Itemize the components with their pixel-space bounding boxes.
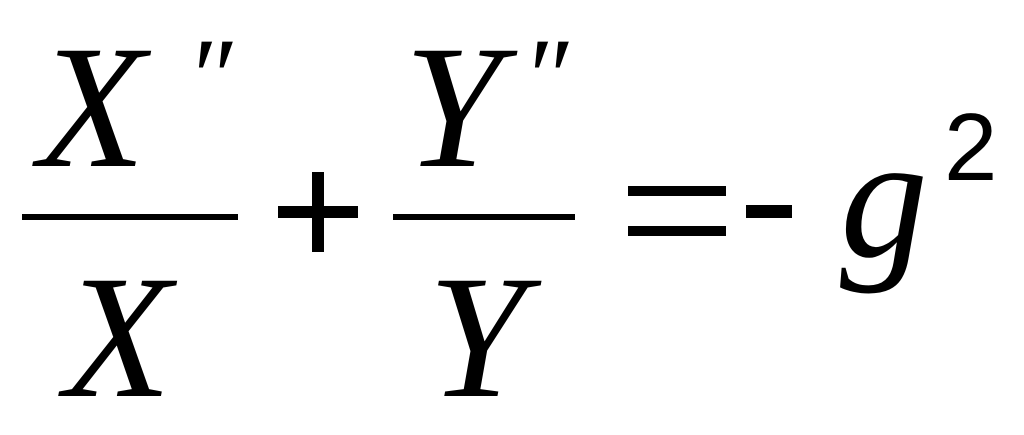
left-numerator: X <box>38 10 146 205</box>
plus-operator-vertical <box>312 172 324 252</box>
equals-operator-bottom-bar <box>628 226 726 236</box>
right-fraction-bar <box>393 214 575 220</box>
right-numerator: Y <box>404 10 502 205</box>
left-denominator: X <box>64 240 172 435</box>
equals-operator-top-bar <box>628 186 726 196</box>
exponent-two: 2 <box>944 94 998 201</box>
minus-operator <box>746 205 792 218</box>
left-fraction-bar <box>22 214 238 220</box>
variable-g: g <box>840 100 928 295</box>
right-numerator-double-prime: ″ <box>522 16 568 138</box>
left-numerator-double-prime: ″ <box>186 16 232 138</box>
separation-of-variables-equation: X ″ X Y ″ Y g 2 <box>22 10 998 426</box>
right-denominator: Y <box>428 240 526 435</box>
